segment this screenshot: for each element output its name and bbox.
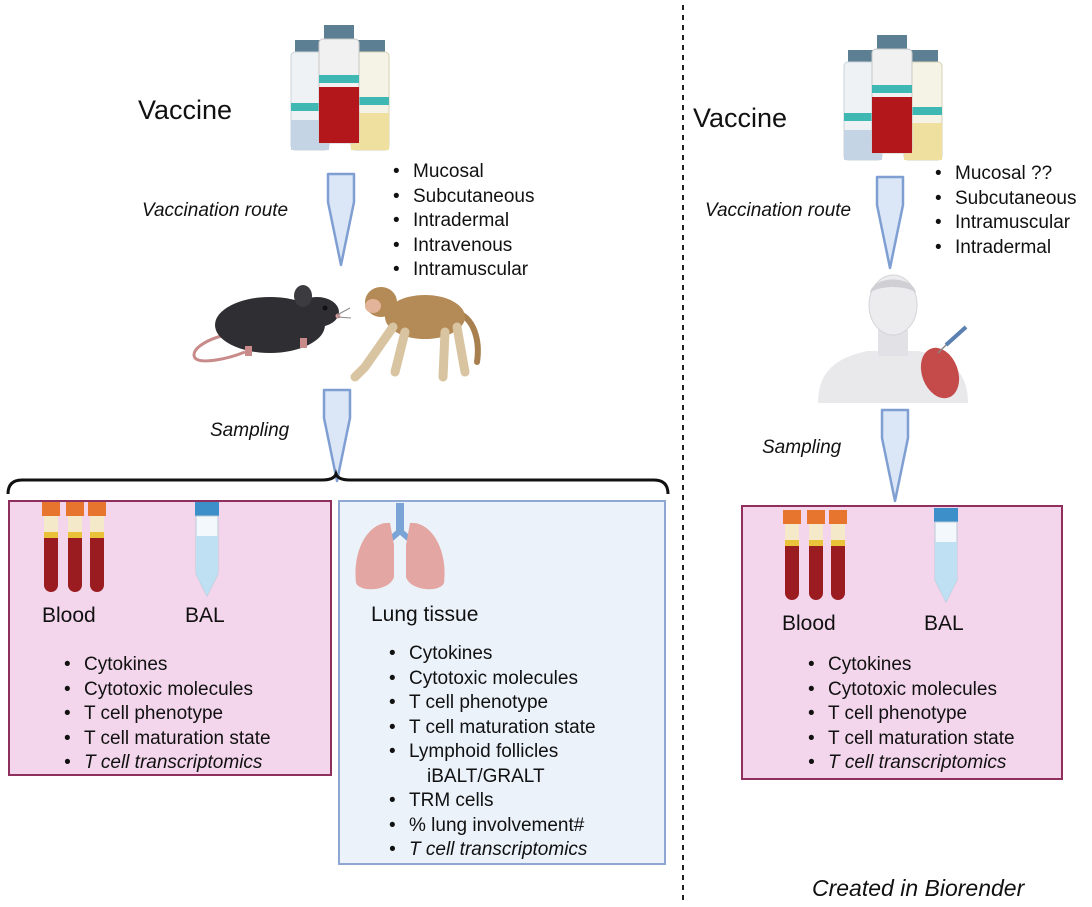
list-item: Cytokines xyxy=(808,653,1015,678)
right-blood-label: Blood xyxy=(782,612,836,635)
left-bal-label: BAL xyxy=(185,604,225,627)
list-item: T cell transcriptomics xyxy=(808,751,1015,776)
list-item: TRM cells xyxy=(389,789,596,814)
left-vaccine-label: Vaccine xyxy=(138,95,233,125)
list-item: Cytotoxic molecules xyxy=(64,678,271,703)
list-item: iBALT/GRALT xyxy=(427,765,545,787)
down-arrow-icon xyxy=(875,175,905,270)
blood-tubes-icon xyxy=(42,502,106,592)
list-item: Intramuscular xyxy=(393,258,535,283)
vaccine-vials-icon xyxy=(290,25,390,151)
right-bal-label: BAL xyxy=(924,612,964,635)
lung-tissue-items: Cytokines Cytotoxic molecules T cell phe… xyxy=(389,642,596,863)
list-item: Subcutaneous xyxy=(393,185,535,210)
right-pink-items: Cytokines Cytotoxic molecules T cell phe… xyxy=(808,653,1015,776)
lung-tissue-title: Lung tissue xyxy=(371,603,479,626)
left-blood-label: Blood xyxy=(42,604,96,627)
monkey-icon xyxy=(350,287,481,382)
bal-tube-icon xyxy=(195,502,219,598)
list-item: Lymphoid follicles xyxy=(389,740,596,765)
down-arrow-icon xyxy=(326,172,356,267)
right-vaccination-route-label: Vaccination route xyxy=(705,200,852,221)
right-vaccine-label: Vaccine xyxy=(693,103,788,133)
left-sampling-label: Sampling xyxy=(210,420,290,441)
down-arrow-icon xyxy=(880,408,910,503)
lungs-icon xyxy=(355,503,445,590)
left-routes-list: Mucosal Subcutaneous Intradermal Intrave… xyxy=(393,160,535,283)
right-routes-list: Mucosal ?? Subcutaneous Intramuscular In… xyxy=(935,162,1077,260)
left-vaccination-route-label: Vaccination route xyxy=(142,200,289,221)
list-item: Subcutaneous xyxy=(935,187,1077,212)
list-item: T cell transcriptomics xyxy=(389,838,596,863)
down-arrow-icon xyxy=(322,388,352,483)
list-item: T cell maturation state xyxy=(64,727,271,752)
list-item: Cytotoxic molecules xyxy=(808,678,1015,703)
list-item: Intradermal xyxy=(935,236,1077,261)
list-item: T cell transcriptomics xyxy=(64,751,271,776)
list-item: T cell phenotype xyxy=(64,702,271,727)
list-item: Intramuscular xyxy=(935,211,1077,236)
list-item: T cell maturation state xyxy=(389,716,596,741)
bal-tube-icon xyxy=(934,508,958,604)
list-item: Cytokines xyxy=(389,642,596,667)
blood-tubes-icon xyxy=(783,510,847,600)
list-item: Intradermal xyxy=(393,209,535,234)
list-item: % lung involvement# xyxy=(389,814,596,839)
vaccine-vials-icon xyxy=(843,35,943,161)
list-item: T cell maturation state xyxy=(808,727,1015,752)
right-sampling-label: Sampling xyxy=(762,437,842,458)
list-item: T cell phenotype xyxy=(808,702,1015,727)
list-item: Intravenous xyxy=(393,234,535,259)
list-item: Mucosal ?? xyxy=(935,162,1077,187)
list-item: Cytokines xyxy=(64,653,271,678)
left-pink-items: Cytokines Cytotoxic molecules T cell phe… xyxy=(64,653,271,776)
human-shoulder-injection-icon xyxy=(818,274,968,403)
curly-brace-icon xyxy=(6,469,670,495)
list-item: Mucosal xyxy=(393,160,535,185)
list-item: T cell phenotype xyxy=(389,691,596,716)
credit-text: Created in Biorender xyxy=(812,875,1025,901)
mouse-icon xyxy=(192,285,352,363)
list-item: Cytotoxic molecules xyxy=(389,667,596,692)
